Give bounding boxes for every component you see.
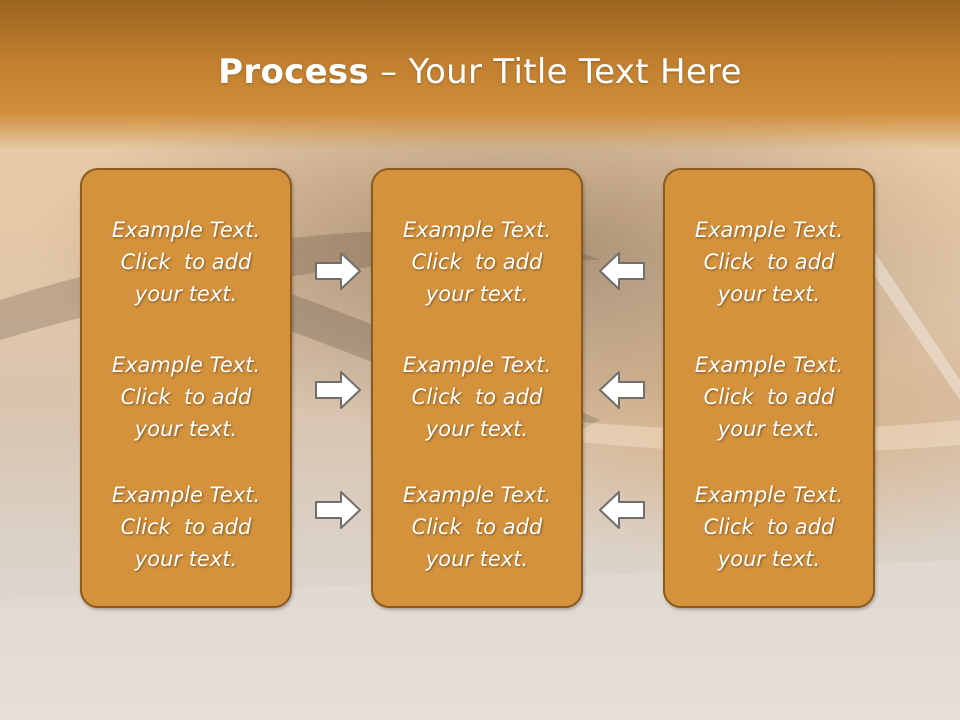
process-box-center[interactable]: Example Text. Click to add your text. Ex…: [371, 168, 583, 608]
text-line: Click to add: [411, 250, 543, 274]
text-line: your text.: [717, 417, 821, 441]
text-line: your text.: [134, 547, 238, 571]
text-line: your text.: [717, 282, 821, 306]
text-line: Example Text.: [402, 218, 552, 242]
text-line: your text.: [717, 547, 821, 571]
arrow-right-icon: [315, 491, 361, 529]
process-box-left[interactable]: Example Text. Click to add your text. Ex…: [80, 168, 292, 608]
text-line: Click to add: [411, 385, 543, 409]
text-line: Click to add: [120, 250, 252, 274]
text-line: Click to add: [703, 250, 835, 274]
text-block[interactable]: Example Text. Click to add your text.: [82, 214, 290, 310]
arrow-right-icon: [315, 371, 361, 409]
text-line: your text.: [134, 417, 238, 441]
text-block[interactable]: Example Text. Click to add your text.: [82, 349, 290, 445]
slide-title[interactable]: Process – Your Title Text Here: [0, 52, 960, 92]
text-line: Click to add: [120, 515, 252, 539]
text-line: Example Text.: [694, 483, 844, 507]
title-band: [0, 0, 960, 150]
arrow-left-icon: [599, 252, 645, 290]
process-box-right[interactable]: Example Text. Click to add your text. Ex…: [663, 168, 875, 608]
arrow-left-icon: [599, 371, 645, 409]
text-line: your text.: [425, 282, 529, 306]
text-line: Click to add: [703, 515, 835, 539]
text-line: Example Text.: [694, 218, 844, 242]
text-line: Click to add: [411, 515, 543, 539]
text-line: Example Text.: [402, 353, 552, 377]
text-line: Example Text.: [111, 218, 261, 242]
text-block[interactable]: Example Text. Click to add your text.: [373, 214, 581, 310]
text-block[interactable]: Example Text. Click to add your text.: [373, 349, 581, 445]
arrow-right-icon: [315, 252, 361, 290]
text-line: Click to add: [703, 385, 835, 409]
text-block[interactable]: Example Text. Click to add your text.: [665, 349, 873, 445]
text-block[interactable]: Example Text. Click to add your text.: [665, 214, 873, 310]
title-bold: Process: [218, 52, 370, 92]
text-line: Example Text.: [694, 353, 844, 377]
text-line: Example Text.: [402, 483, 552, 507]
text-line: Example Text.: [111, 483, 261, 507]
text-line: Example Text.: [111, 353, 261, 377]
text-line: your text.: [425, 417, 529, 441]
text-line: Click to add: [120, 385, 252, 409]
text-line: your text.: [134, 282, 238, 306]
text-block[interactable]: Example Text. Click to add your text.: [82, 479, 290, 575]
arrow-left-icon: [599, 491, 645, 529]
text-line: your text.: [425, 547, 529, 571]
text-block[interactable]: Example Text. Click to add your text.: [373, 479, 581, 575]
text-block[interactable]: Example Text. Click to add your text.: [665, 479, 873, 575]
title-rest: – Your Title Text Here: [369, 52, 742, 92]
